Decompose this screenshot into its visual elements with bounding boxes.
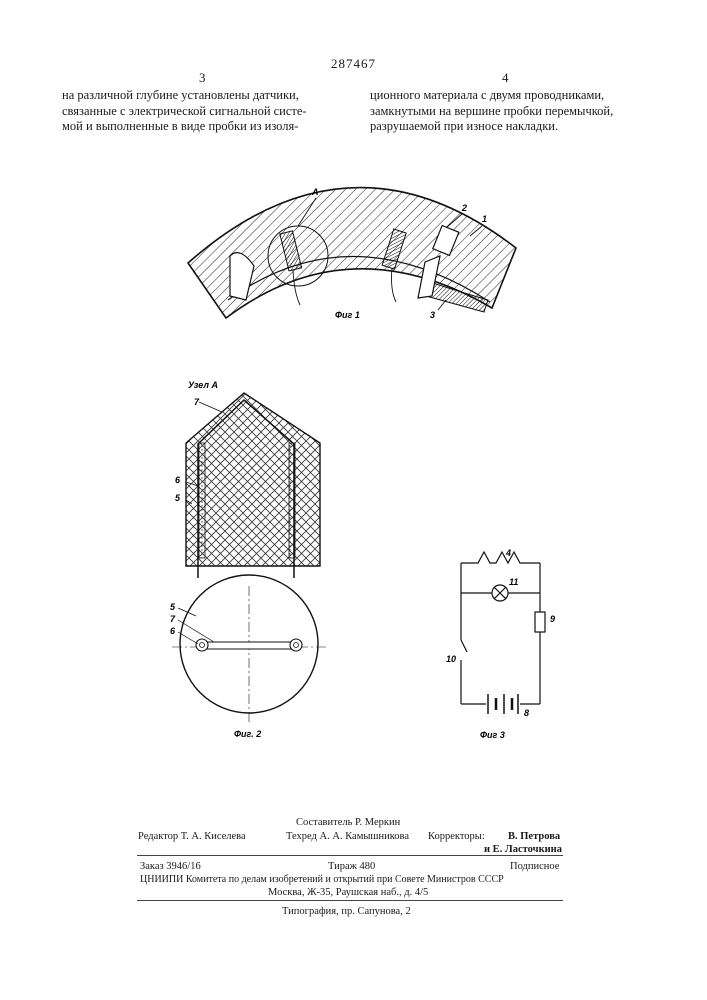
leader-6 xyxy=(178,632,198,644)
jumper-7-bar xyxy=(202,642,296,649)
lamp-11-cross xyxy=(494,587,506,599)
label-8: 8 xyxy=(524,708,529,718)
leader-7 xyxy=(178,620,214,642)
figure-2-top-view xyxy=(172,575,326,724)
subscription: Подписное xyxy=(510,860,559,873)
label-6-side: 6 xyxy=(175,475,181,485)
label-7-circle: 7 xyxy=(170,614,176,624)
resistor-9 xyxy=(535,612,545,632)
sensor-symbol-4 xyxy=(461,552,540,563)
leader-7 xyxy=(199,402,222,412)
correctors-label: Корректоры: xyxy=(428,830,485,843)
label-6-circle: 6 xyxy=(170,626,176,636)
label-11: 11 xyxy=(509,577,518,587)
label-5-side: 5 xyxy=(175,493,181,503)
divider xyxy=(137,900,563,901)
plug-body-5 xyxy=(186,393,320,566)
callout-a: А xyxy=(311,187,319,197)
org-line-2: Москва, Ж-35, Раушская наб., д. 4/5 xyxy=(268,886,428,899)
printer: Типография, пр. Сапунова, 2 xyxy=(282,905,411,918)
circulation: Тираж 480 xyxy=(328,860,375,873)
leader-3 xyxy=(438,300,446,310)
order-number: Заказ 3946/16 xyxy=(140,860,201,873)
callout-2: 2 xyxy=(461,203,467,213)
techred: Техред А. А. Камышникова xyxy=(286,830,409,843)
editor: Редактор Т. А. Киселева xyxy=(138,830,246,843)
figure-3-circuit xyxy=(461,552,545,714)
fig2-caption: Фиг. 2 xyxy=(234,729,261,739)
label-10: 10 xyxy=(446,654,456,664)
divider xyxy=(137,855,563,856)
label-4: 4 xyxy=(505,548,511,558)
switch-10 xyxy=(461,640,467,652)
callout-3: 3 xyxy=(430,310,435,320)
node-a-title: Узел А xyxy=(188,380,218,390)
fig1-caption: Фиг 1 xyxy=(335,310,360,320)
conductor-6-end xyxy=(290,639,302,651)
fig3-caption: Фиг 3 xyxy=(480,730,505,740)
org-line-1: ЦНИИПИ Комитета по делам изобретений и о… xyxy=(140,873,565,886)
label-5-circle: 5 xyxy=(170,602,176,612)
label-9: 9 xyxy=(550,614,555,624)
figure-2-section xyxy=(186,393,320,578)
compiler: Составитель Р. Меркин xyxy=(296,816,400,829)
conductor-6-left xyxy=(199,443,205,558)
corrector-1: В. Петрова xyxy=(508,830,560,843)
conductor-6-end xyxy=(196,639,208,651)
callout-1: 1 xyxy=(482,214,487,224)
sensor-wire xyxy=(392,268,397,302)
